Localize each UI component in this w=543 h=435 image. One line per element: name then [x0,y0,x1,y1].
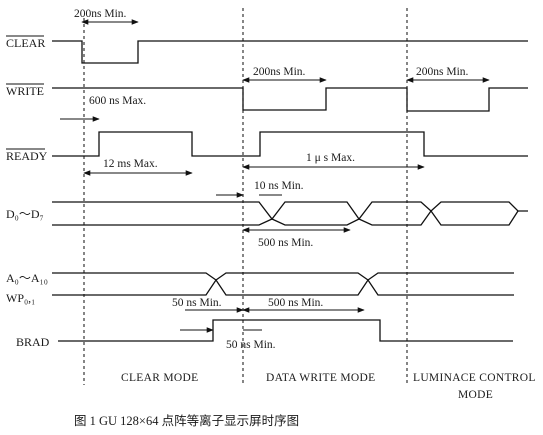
annot-write-pulse-1: 200ns Min. [253,66,306,78]
mode-luminance-line2: MODE [458,389,493,401]
mode-data-write: DATA WRITE MODE [266,372,375,384]
annot-addr-hold: 500 ns Min. [268,297,323,309]
brad-waveform [58,319,513,342]
data-bus-waveform [52,201,528,226]
label-addr-bus: A₀～A₁₀ [6,271,48,285]
label-clear: CLEAR [6,36,45,50]
annot-brad-delay: 50 ns Min. [226,339,276,351]
mode-clear: CLEAR MODE [121,372,198,384]
annot-ready-low-clear: 12 ms Max. [103,158,158,170]
annot-clear-pulse: 200ns Min. [74,8,127,20]
label-wp: WP₀,₁ [6,291,35,305]
annot-addr-setup: 50 ns Min. [172,297,222,309]
mode-labels: CLEAR MODE DATA WRITE MODE LUMINACE CONT… [121,372,536,401]
clear-waveform [52,40,528,64]
write-waveform [52,87,528,112]
annot-ready-low-write: 1 μ s Max. [306,152,355,164]
annot-data-hold: 500 ns Min. [258,237,313,249]
label-data-bus: D₀～D₇ [6,207,44,221]
label-write: WRITE [6,84,44,98]
addr-bus-waveform [52,272,514,296]
signal-labels: CLEAR WRITE READY D₀～D₇ A₀～A₁₀ WP₀,₁ BRA… [6,35,50,349]
annot-ready-delay: 600 ns Max. [89,95,146,107]
annot-write-pulse-2: 200ns Min. [416,66,469,78]
timing-annotations: 200ns Min. 200ns Min. 200ns Min. 600 ns … [60,8,490,351]
label-ready: READY [6,149,48,163]
figure-caption: 图 1 GU 128×64 点阵等离子显示屏时序图 [74,413,299,428]
mode-luminance-line1: LUMINACE CONTROL [413,372,536,384]
annot-data-setup: 10 ns Min. [254,180,304,192]
label-brad: BRAD [16,335,50,349]
ready-waveform [52,131,528,157]
